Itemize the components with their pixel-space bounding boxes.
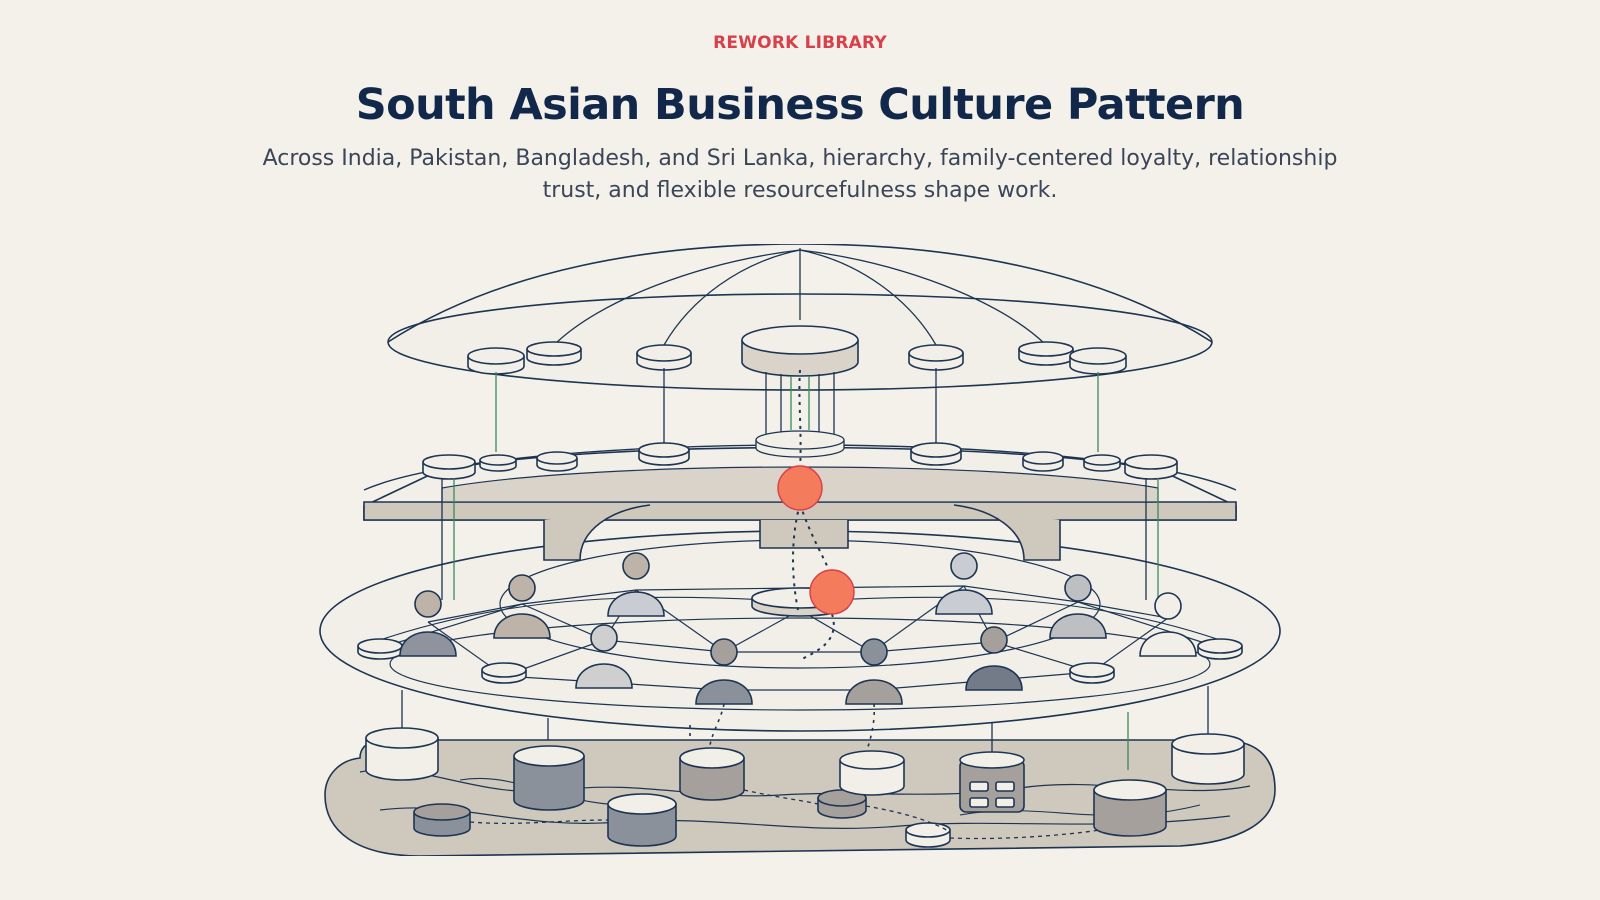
eyebrow-label: REWORK LIBRARY xyxy=(713,33,887,53)
central-hub xyxy=(741,325,859,377)
band-puck xyxy=(1022,451,1064,472)
base-cylinder xyxy=(413,803,471,837)
base-cylinder xyxy=(1171,733,1245,785)
dome-puck xyxy=(526,341,582,366)
person-figure xyxy=(493,574,551,639)
accent-node-lower xyxy=(809,569,855,615)
people-plane xyxy=(319,530,1281,732)
person-figure xyxy=(1139,592,1197,657)
person-figure xyxy=(399,590,457,657)
page-subtitle: Across India, Pakistan, Bangladesh, and … xyxy=(262,146,1338,203)
dome-puck xyxy=(1018,341,1074,366)
server-rack xyxy=(959,751,1025,813)
person-figure xyxy=(1049,574,1107,639)
ground-puck xyxy=(1069,662,1115,684)
band-pucks xyxy=(422,442,1178,480)
band-puck xyxy=(536,451,578,472)
band-puck xyxy=(1083,454,1121,472)
dome-band-connectors xyxy=(495,368,1099,452)
side-pillars xyxy=(441,478,1159,600)
band-puck xyxy=(1124,454,1178,480)
band-puck xyxy=(910,442,962,466)
person-figure xyxy=(845,638,903,705)
base-cylinder xyxy=(839,750,905,796)
ground-puck xyxy=(357,638,403,660)
band-puck xyxy=(479,454,517,472)
dome-puck xyxy=(467,347,525,375)
page-title: South Asian Business Culture Pattern xyxy=(355,80,1245,130)
base-flow xyxy=(469,789,1101,840)
ground-puck xyxy=(481,662,527,684)
person-figure xyxy=(695,638,753,705)
base-cylinder xyxy=(905,822,951,848)
base-cylinder xyxy=(513,745,585,811)
base-cylinder xyxy=(817,789,867,819)
base-cylinder xyxy=(365,727,439,781)
band-puck xyxy=(422,454,476,480)
base-cylinder xyxy=(679,747,745,801)
base-cylinder xyxy=(607,793,677,847)
person-figure xyxy=(935,552,993,615)
person-figure xyxy=(965,626,1023,691)
ground-puck xyxy=(1197,638,1243,660)
band-puck xyxy=(638,442,690,466)
dome-puck xyxy=(636,344,692,371)
base-cylinder xyxy=(1093,779,1167,837)
dome-pucks xyxy=(467,325,1127,377)
accent-nodes xyxy=(777,465,855,615)
dome-puck xyxy=(1069,347,1127,375)
accent-node-upper xyxy=(777,465,823,511)
hub-columns xyxy=(755,372,845,458)
person-figure xyxy=(607,552,665,617)
dome-puck xyxy=(908,344,964,371)
person-figures xyxy=(399,552,1197,705)
base-stacks xyxy=(365,727,1245,848)
person-figure xyxy=(575,624,633,689)
